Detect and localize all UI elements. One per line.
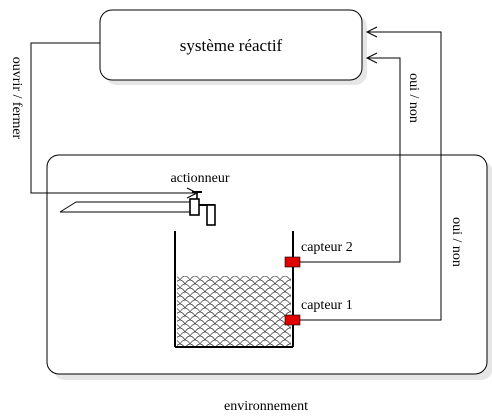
sensor-2-signal-label: oui / non bbox=[406, 73, 421, 123]
tank-water bbox=[177, 276, 291, 346]
sensor-2-label: capteur 2 bbox=[301, 240, 353, 255]
sensor-1-arrowhead bbox=[365, 26, 378, 38]
command-signal-label: ouvrir / fermer bbox=[9, 57, 24, 140]
actuator-label: actionneur bbox=[170, 171, 229, 186]
sensor-2-wire bbox=[300, 57, 401, 263]
sensor-1 bbox=[284, 314, 301, 326]
command-wire bbox=[30, 42, 197, 194]
sensor-2-arrowhead bbox=[365, 52, 378, 64]
environment-label: environnement bbox=[224, 399, 308, 414]
reactive-system-label: système réactif bbox=[180, 36, 283, 55]
tank bbox=[174, 231, 294, 348]
sensor-1-label: capteur 1 bbox=[301, 298, 353, 313]
environment-box bbox=[46, 154, 492, 380]
sensor-1-signal-label: oui / non bbox=[449, 217, 464, 267]
faucet-icon bbox=[189, 191, 216, 226]
reactive-system-box bbox=[99, 9, 367, 85]
sensor-1-wire bbox=[300, 31, 442, 321]
sensor-2 bbox=[284, 256, 301, 268]
water-pipe bbox=[59, 201, 190, 213]
